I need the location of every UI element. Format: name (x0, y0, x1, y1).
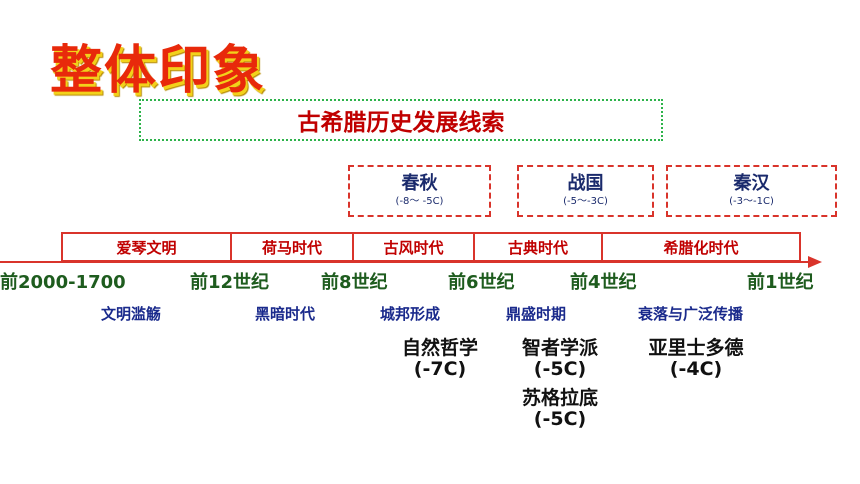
feature-label: 衰落与广泛传播 (638, 305, 744, 323)
tick-label: 前1世纪 (747, 272, 814, 293)
arrow-right-icon (808, 256, 822, 268)
philosopher-name: 亚里士多德 (648, 337, 744, 359)
era-box-zhanguo: 战国 (-5～-3C) (517, 165, 654, 217)
feature-label: 黑暗时代 (255, 305, 316, 323)
subtitle: 古希腊历史发展线索 (297, 110, 505, 136)
tick-label: 前6世纪 (448, 272, 515, 293)
era-box-qinhan: 秦汉 (-3～-1C) (666, 165, 837, 217)
era-name: 秦汉 (733, 173, 770, 194)
feature-label: 文明滥觞 (101, 305, 162, 323)
page-title: 整体印象 (50, 41, 267, 101)
philosopher-date: (-5C) (533, 358, 587, 380)
philosopher-name: 苏格拉底 (521, 387, 598, 409)
era-range: (-8～ -5C) (395, 196, 444, 207)
philosopher-date: (-7C) (413, 358, 467, 380)
era-name: 战国 (567, 173, 604, 194)
timeline-axis (0, 261, 812, 263)
period-classical: 古典时代 (475, 234, 603, 260)
tick-label: 前2000-1700 (0, 272, 126, 293)
philosopher-name: 智者学派 (521, 337, 598, 359)
period-homeric: 荷马时代 (232, 234, 354, 260)
tick-label: 前8世纪 (321, 272, 388, 293)
feature-label: 城邦形成 (380, 305, 441, 323)
feature-label: 鼎盛时期 (506, 305, 567, 323)
era-range: (-5～-3C) (563, 196, 608, 207)
period-bar: 爱琴文明 荷马时代 古风时代 古典时代 希腊化时代 (61, 232, 801, 262)
tick-label: 前12世纪 (190, 272, 270, 293)
philosopher-date: (-4C) (669, 358, 723, 380)
period-archaic: 古风时代 (354, 234, 475, 260)
tick-label: 前4世纪 (570, 272, 637, 293)
period-hellenistic: 希腊化时代 (663, 238, 739, 257)
era-box-chunqiu: 春秋 (-8～ -5C) (348, 165, 491, 217)
era-range: (-3～-1C) (729, 196, 774, 207)
subtitle-box: 古希腊历史发展线索 (139, 99, 663, 141)
era-name: 春秋 (401, 173, 438, 194)
period-aegean: 爱琴文明 (63, 234, 232, 260)
philosopher-name: 自然哲学 (401, 337, 478, 359)
philosopher-date: (-5C) (533, 408, 587, 430)
